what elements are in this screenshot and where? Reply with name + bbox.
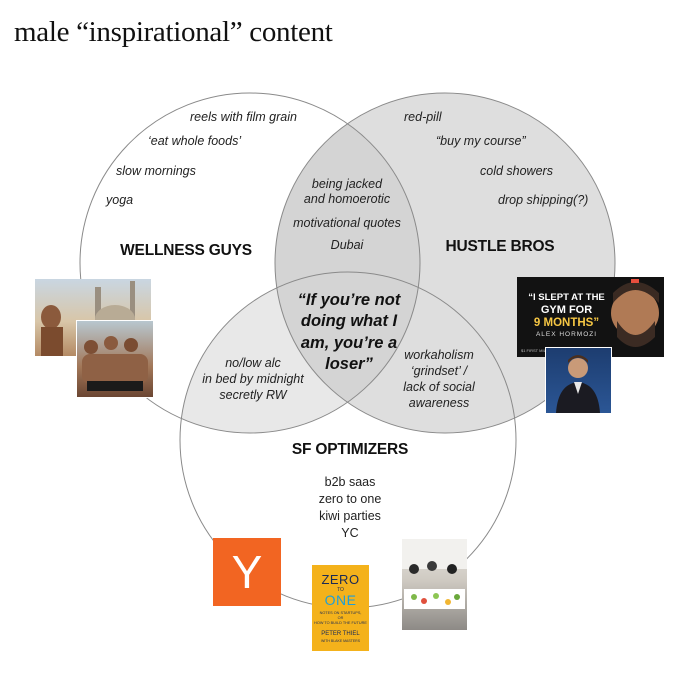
- kiwi-party-photo: [402, 539, 467, 630]
- hustle-item: red-pill: [404, 110, 442, 124]
- hormozi-line: 9 MONTHS”: [533, 316, 600, 329]
- book-title-2: TO: [337, 587, 344, 593]
- wellness-photo-2-art: [82, 336, 148, 391]
- wellness-circle: [79, 92, 421, 434]
- hustle-item: “buy my course”: [436, 134, 526, 148]
- sf-items: b2b saas zero to one kiwi parties YC: [319, 474, 382, 542]
- wellness-item: slow mornings: [116, 164, 196, 178]
- hormozi-line: GYM FOR: [540, 303, 593, 316]
- book-coauthor: WITH BLAKE MASTERS: [320, 639, 361, 643]
- hormozi-thumbnail-art: [611, 279, 659, 347]
- wellness-sf-item: secretly RW: [219, 388, 287, 402]
- wellness-sf-item: no/low alc: [225, 356, 281, 370]
- hustle-item: cold showers: [480, 164, 553, 178]
- yc-logo: Y: [213, 538, 281, 606]
- quote-line: doing what I: [300, 312, 398, 331]
- book-sub-line: HOW TO BUILD THE FUTURE: [314, 621, 367, 625]
- sf-item: YC: [341, 525, 359, 540]
- hormozi-name: ALEX HORMOZI: [535, 331, 598, 338]
- wellness-photo-2: [76, 320, 154, 398]
- hustle-sf-item: lack of social: [403, 380, 475, 394]
- hormozi-quote: “I SLEPT AT THE GYM FOR 9 MONTHS”: [519, 292, 614, 330]
- sf-heading: SF OPTIMIZERS: [291, 441, 409, 458]
- book-author: PETER THIEL: [321, 631, 360, 637]
- wellness-sf-overlap: [180, 272, 420, 433]
- wellness-item: reels with film grain: [190, 110, 297, 124]
- wellness-heading: WELLNESS GUYS: [120, 242, 252, 259]
- wellness-item: yoga: [106, 193, 134, 207]
- page-title: male “inspirational” content: [14, 16, 333, 48]
- quote-line: am, you’re a: [300, 333, 398, 352]
- book-title-1: ZERO: [321, 572, 360, 587]
- quote-line: “If you’re not: [297, 291, 401, 309]
- sf-item: b2b saas: [324, 475, 376, 489]
- book-subtitle: NOTES ON STARTUPS, OR HOW TO BUILD THE F…: [312, 611, 369, 626]
- book-title-3: ONE: [324, 592, 357, 608]
- sf-item: kiwi parties: [319, 508, 381, 523]
- wellness-sf-item: in bed by midnight: [202, 372, 304, 386]
- hustle-item: drop shipping(?): [498, 193, 589, 207]
- hustle-circle: [274, 92, 616, 434]
- hustle-sf-item: workaholism: [404, 348, 474, 362]
- zero-to-one-book: ZERO TO ONE NOTES ON STARTUPS, OR HOW TO…: [312, 565, 369, 651]
- center-quote: “If you’re not doing what I am, you’re a…: [298, 290, 401, 376]
- wellness-hustle-item: Dubai: [330, 238, 364, 252]
- hustle-sf-item: awareness: [408, 396, 470, 410]
- hormozi-tag: $1 FIRST MILLION: [521, 348, 556, 353]
- sf-item: zero to one: [318, 491, 382, 506]
- wellness-hustle-overlap: [275, 93, 420, 433]
- hustle-photo-portrait: [545, 347, 612, 414]
- quote-line: loser”: [325, 355, 373, 374]
- hustle-heading: HUSTLE BROS: [445, 238, 555, 255]
- wellness-hustle-item: motivational quotes: [293, 216, 401, 230]
- hormozi-thumbnail: “I SLEPT AT THE GYM FOR 9 MONTHS” ALEX H…: [517, 277, 664, 357]
- book-sub-line: NOTES ON STARTUPS,: [319, 611, 362, 615]
- wellness-item: ‘eat whole foods’: [148, 134, 242, 148]
- wellness-hustle-item: being jacked: [311, 177, 383, 191]
- yc-letter: Y: [231, 546, 263, 598]
- kiwi-party-photo-art: [402, 539, 467, 609]
- book-sub-line: OR: [337, 616, 344, 620]
- hormozi-line: “I SLEPT AT THE: [528, 292, 605, 303]
- wellness-hustle-item: and homoerotic: [303, 192, 391, 206]
- hustle-photo-portrait-art: [556, 355, 600, 413]
- hustle-sf-item: ‘grindset’ /: [410, 364, 468, 378]
